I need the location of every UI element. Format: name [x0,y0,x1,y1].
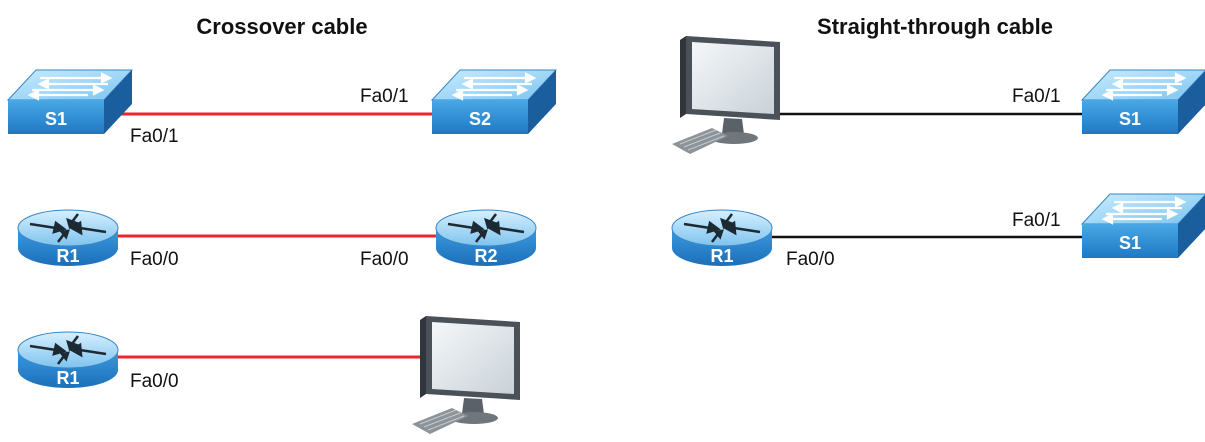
device-label: R1 [56,368,79,388]
device-label: S2 [469,109,491,129]
switch-s2-icon: S2 [430,68,558,136]
router-r1-icon: R1 [670,208,774,268]
port-label: Fa0/0 [786,249,835,270]
switch-s1-icon: S1 [1080,68,1205,136]
straight-section-title: Straight-through cable [817,14,1053,39]
router-r1-icon: R1 [16,330,120,390]
crossover-section-title: Crossover cable [196,14,367,39]
device-label: R1 [710,246,733,266]
port-label: Fa0/0 [130,249,179,270]
port-label: Fa0/1 [1012,210,1061,231]
device-label: S1 [45,109,67,129]
desktop-computer-icon [671,35,781,155]
port-label: Fa0/1 [360,86,409,107]
device-label: R2 [474,246,497,266]
router-r1-icon: R1 [16,208,120,268]
port-label: Fa0/0 [360,249,409,270]
device-label: S1 [1119,233,1141,253]
switch-s1-icon: S1 [6,68,134,136]
desktop-computer-icon [411,315,521,435]
device-label: R1 [56,246,79,266]
port-label: Fa0/0 [130,371,179,392]
device-label: S1 [1119,109,1141,129]
port-label: Fa0/1 [1012,86,1061,107]
switch-s1-icon: S1 [1080,192,1205,260]
router-r2-icon: R2 [434,208,538,268]
port-label: Fa0/1 [130,126,179,147]
